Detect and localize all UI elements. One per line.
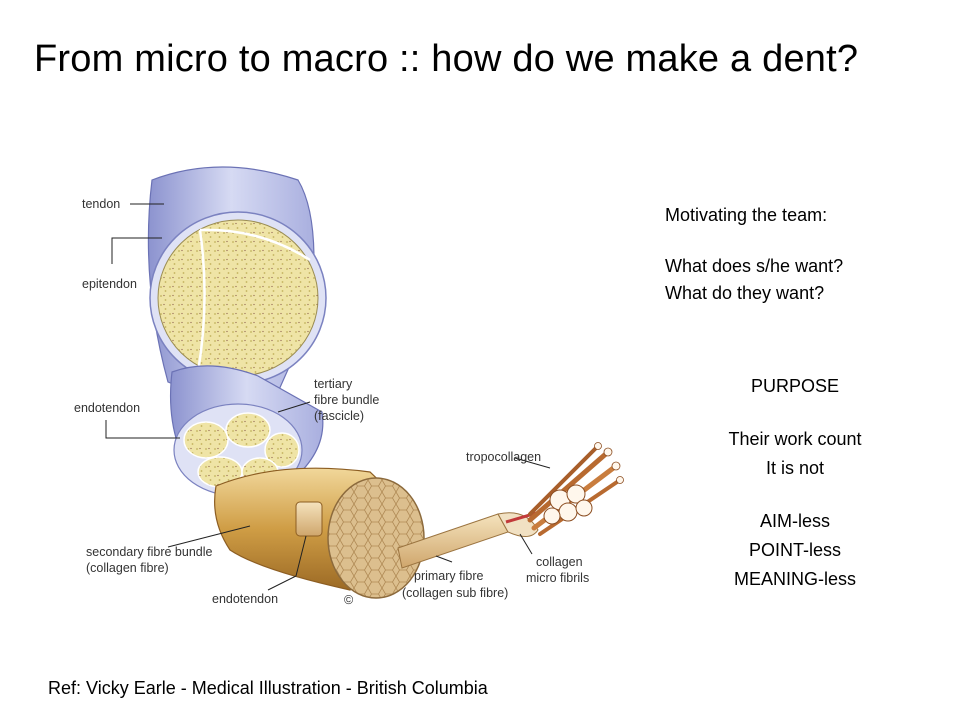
label-endotendon-lower: endotendon (212, 592, 278, 606)
label-secondary-fibre-bundle: secondary fibre bundle (86, 545, 213, 559)
purpose-heading: PURPOSE (750, 376, 840, 396)
purpose-line-2: It is not (765, 458, 825, 478)
label-collagen: collagen (536, 555, 583, 569)
primary-fibre-section (327, 477, 425, 599)
purpose-line-1: Their work count (728, 429, 862, 449)
tendon-structure-diagram: tendon epitendon endotendon tertiary fib… (60, 150, 640, 620)
slide-title: From micro to macro :: how do we make a … (34, 38, 859, 80)
collagen-fibril-strands (527, 442, 624, 536)
notes-question-1: What does s/he want? (665, 256, 844, 276)
notes-heading: Motivating the team: (665, 205, 828, 225)
label-collagen-sub-fibre: (collagen sub fibre) (402, 586, 508, 600)
endotendon-clip (295, 501, 323, 537)
notes-question-2: What do they want? (665, 283, 825, 303)
label-collagen-fibre: (collagen fibre) (86, 561, 169, 575)
tendon-illustration: tendon epitendon endotendon tertiary fib… (74, 166, 624, 607)
label-tropocollagen: tropocollagen (466, 450, 541, 464)
fascicle-area (157, 219, 319, 377)
motivation-notes: Motivating the team: What does s/he want… (665, 202, 843, 307)
label-micro-fibrils: micro fibrils (526, 571, 589, 585)
reference-credit: Ref: Vicky Earle - Medical Illustration … (48, 678, 488, 698)
notes-spacer (665, 229, 843, 253)
epitendon-division (196, 228, 311, 373)
label-fibre-bundle: fibre bundle (314, 393, 379, 407)
label-tendon: tendon (82, 197, 120, 211)
label-tertiary: tertiary (314, 377, 353, 391)
purpose-item-aim: AIM-less (759, 511, 830, 531)
label-primary-fibre: primary fibre (414, 569, 484, 583)
secondary-bundles (183, 412, 300, 488)
leader-lines (105, 203, 551, 591)
label-fascicle: (fascicle) (314, 409, 364, 423)
purpose-block: PURPOSE Their work count It is not AIM-l… (680, 372, 910, 594)
purpose-spacer-1 (680, 401, 910, 425)
label-epitendon: epitendon (82, 277, 137, 291)
copyright-mark: © (344, 593, 354, 607)
purpose-item-point: POINT-less (748, 540, 841, 560)
purpose-item-meaning: MEANING-less (733, 569, 856, 589)
label-endotendon-upper: endotendon (74, 401, 140, 415)
purpose-spacer-2 (680, 483, 910, 507)
